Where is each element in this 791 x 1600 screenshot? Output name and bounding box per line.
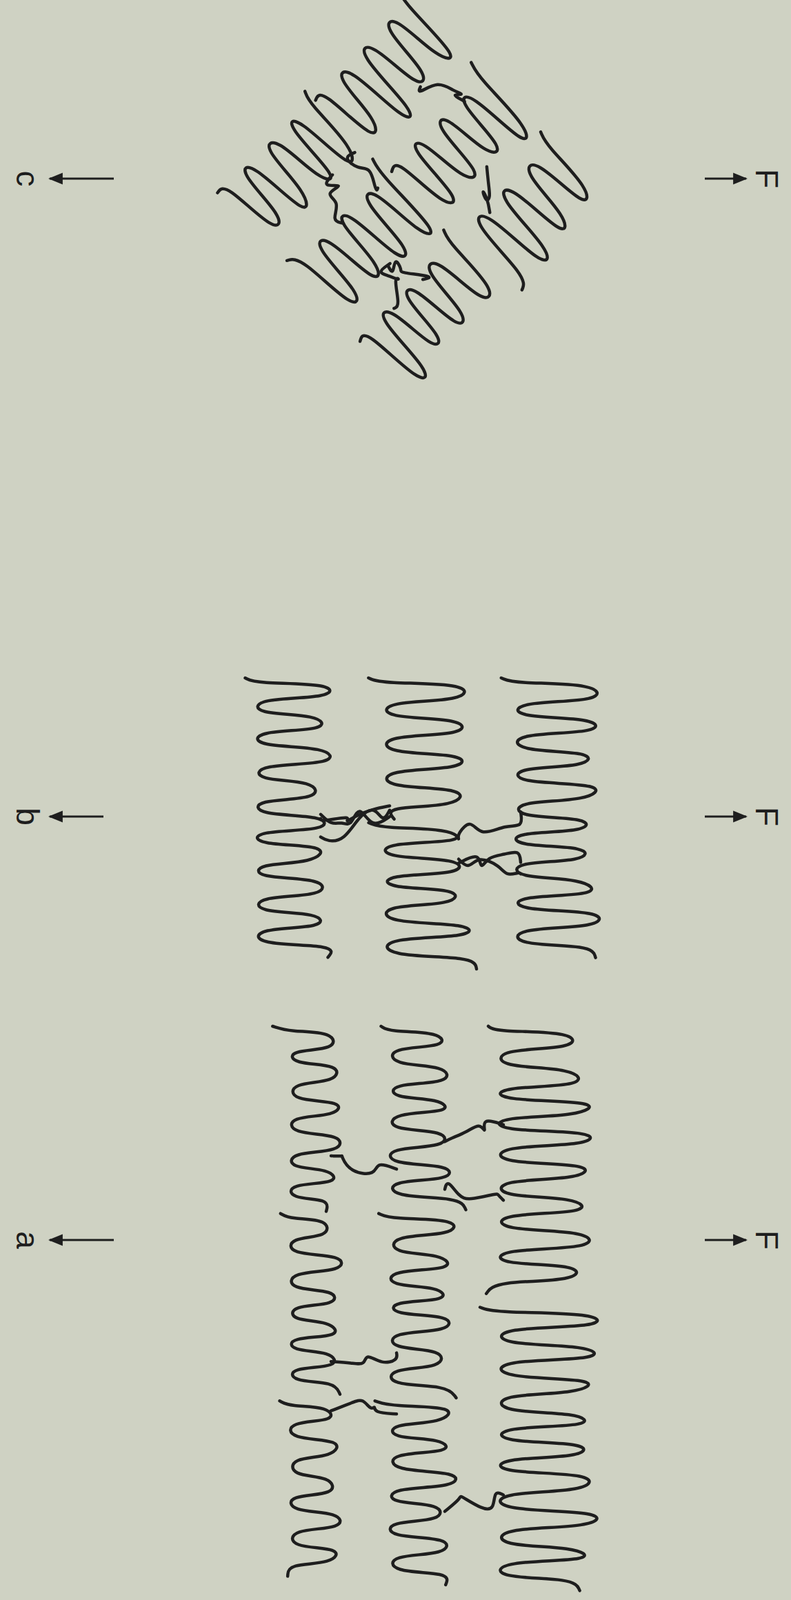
folded-chain xyxy=(486,1026,591,1294)
tie-chain xyxy=(386,251,429,294)
panel-c-chains xyxy=(202,0,611,397)
folded-chain xyxy=(210,91,363,244)
tie-chain xyxy=(444,1120,504,1142)
panel-letter: c xyxy=(11,171,44,187)
force-arrow xyxy=(704,177,747,180)
tie-chain xyxy=(444,1183,504,1200)
tie-chain xyxy=(345,151,385,191)
force-arrow xyxy=(49,177,114,180)
tie-chain xyxy=(331,1353,398,1365)
force-label: F xyxy=(751,806,783,827)
folded-chain xyxy=(452,131,611,290)
tie-chain xyxy=(311,175,362,226)
tie-chain xyxy=(320,810,390,842)
tie-chain xyxy=(331,1400,397,1415)
force-arrow xyxy=(49,1239,114,1242)
folded-chain xyxy=(381,1026,467,1210)
tie-chain xyxy=(458,811,523,839)
folded-chain xyxy=(368,822,477,969)
force-arrows xyxy=(49,178,747,1240)
folded-chain xyxy=(479,1307,598,1591)
tie-chain xyxy=(458,852,521,866)
polymer-chains xyxy=(202,0,611,1591)
tie-chain xyxy=(458,859,521,875)
folded-chain xyxy=(279,1400,341,1576)
folded-chain xyxy=(272,1026,340,1211)
tie-chain xyxy=(417,70,467,119)
panel-a-chains xyxy=(272,1026,598,1591)
folded-chain xyxy=(346,230,508,392)
folded-chain xyxy=(378,1213,456,1398)
panel-letter: b xyxy=(11,807,44,826)
force-label: F xyxy=(751,1230,783,1250)
force-label: F xyxy=(751,168,783,189)
folded-chain xyxy=(501,677,600,958)
tie-chain xyxy=(465,166,512,213)
panel-b-chains xyxy=(245,677,600,969)
force-arrow xyxy=(49,815,104,818)
force-arrow xyxy=(704,1239,747,1242)
folded-chain xyxy=(377,62,537,223)
folded-chain xyxy=(375,1400,456,1585)
force-arrow xyxy=(704,815,747,818)
tie-chain xyxy=(331,1155,397,1174)
folded-chain xyxy=(280,1213,342,1395)
folded-chain xyxy=(245,677,332,958)
panel-letter: a xyxy=(11,1230,44,1249)
tie-chain xyxy=(444,1493,504,1512)
tie-chain xyxy=(320,811,390,825)
folded-chain xyxy=(368,677,465,820)
folded-chain xyxy=(279,159,439,319)
